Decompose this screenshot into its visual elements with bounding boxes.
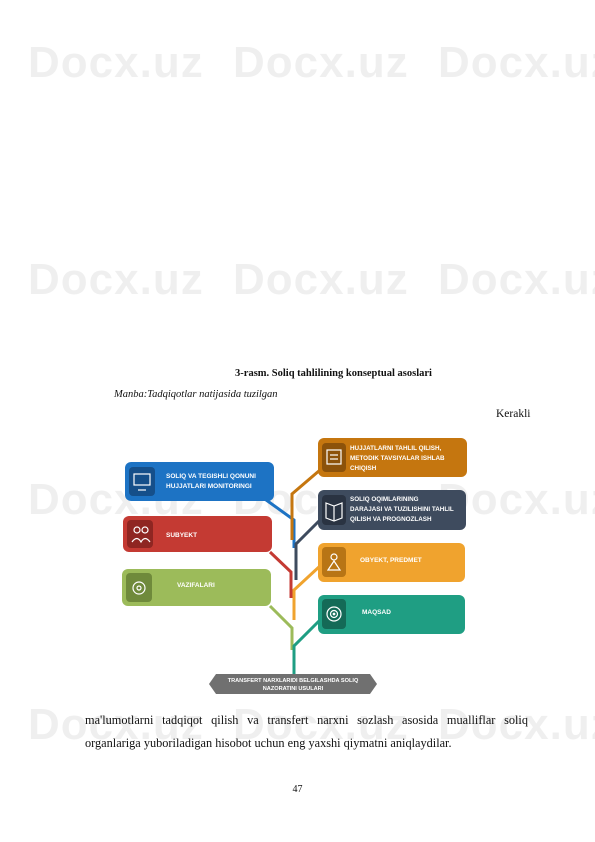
- diagram-label: QILISH VA PROGNOZLASH: [350, 516, 432, 523]
- watermark: Docx.uz: [438, 255, 595, 304]
- diagram-label: HUJJATLARI MONITORINGI: [166, 483, 252, 490]
- diagram-box-obyekt: OBYEKT, PREDMET: [318, 543, 465, 582]
- diagram-label: MAQSAD: [362, 609, 391, 616]
- watermark: Docx.uz: [28, 255, 204, 304]
- diagram-label: SUBYEKT: [166, 532, 197, 539]
- diagram-box-monitoring: SOLIQ VA TEGISHLI QONUNI HUJJATLARI MONI…: [125, 462, 274, 501]
- diagram-label: CHIQISH: [350, 465, 377, 472]
- diagram-label: OBYEKT, PREDMET: [360, 557, 422, 564]
- watermark: Docx.uz: [233, 38, 409, 87]
- diagram-label: HUJJATLARNI TAHLIL QILISH,: [350, 445, 442, 452]
- people-icon: [131, 526, 151, 544]
- watermark: Docx.uz: [438, 38, 595, 87]
- gear-icon: [132, 581, 146, 595]
- text-fragment: Kerakli: [496, 408, 531, 420]
- analysis-icon: [326, 449, 342, 465]
- diagram-box-maqsad: MAQSAD: [318, 595, 465, 634]
- diagram-box-vazifalari: VAZIFALARI: [122, 569, 271, 606]
- watermark: Docx.uz: [233, 255, 409, 304]
- figure-caption: 3-rasm. Soliq tahlilining konseptual aso…: [235, 368, 432, 379]
- paragraph-line: organlariga yuboriladigan hisobot uchun …: [85, 736, 452, 750]
- object-icon: [326, 553, 342, 571]
- diagram-root-label: NAZORATINI USULARI: [263, 686, 324, 692]
- diagram-label: SOLIQ OQIMLARINING: [350, 496, 419, 503]
- paragraph-line: ma'lumotlarni tadqiqot qilish va transfe…: [85, 713, 528, 727]
- diagram-root-label: TRANSFERT NARXLARIDI BELGILASHDA SOLIQ: [228, 678, 359, 684]
- diagram-box-subyekt: SUBYEKT: [123, 516, 272, 552]
- monitor-icon: [133, 473, 151, 491]
- diagram-label: DARAJASI VA TUZILISHINI TAHLIL: [350, 506, 454, 513]
- watermark: Docx.uz: [28, 38, 204, 87]
- watermark: Docx.uz: [233, 700, 409, 749]
- book-icon: [325, 502, 343, 522]
- diagram-root-banner: TRANSFERT NARXLARIDI BELGILASHDA SOLIQ N…: [209, 674, 377, 694]
- diagram-label: METODIK TAVSIYALAR ISHLAB: [350, 455, 445, 462]
- diagram-box-forecast: SOLIQ OQIMLARINING DARAJASI VA TUZILISHI…: [318, 490, 466, 530]
- page-number: 47: [292, 784, 303, 795]
- watermark: Docx.uz: [438, 700, 595, 749]
- target-icon: [326, 606, 342, 622]
- diagram-label: VAZIFALARI: [177, 582, 215, 589]
- watermark: Docx.uz: [28, 700, 204, 749]
- diagram-box-analysis: HUJJATLARNI TAHLIL QILISH, METODIK TAVSI…: [318, 438, 467, 477]
- body-paragraph: ma'lumotlarni tadqiqot qilish va transfe…: [85, 709, 528, 755]
- figure-source: Manba:Tadqiqotlar natijasida tuzilgan: [114, 389, 278, 400]
- diagram-label: SOLIQ VA TEGISHLI QONUNI: [166, 473, 256, 480]
